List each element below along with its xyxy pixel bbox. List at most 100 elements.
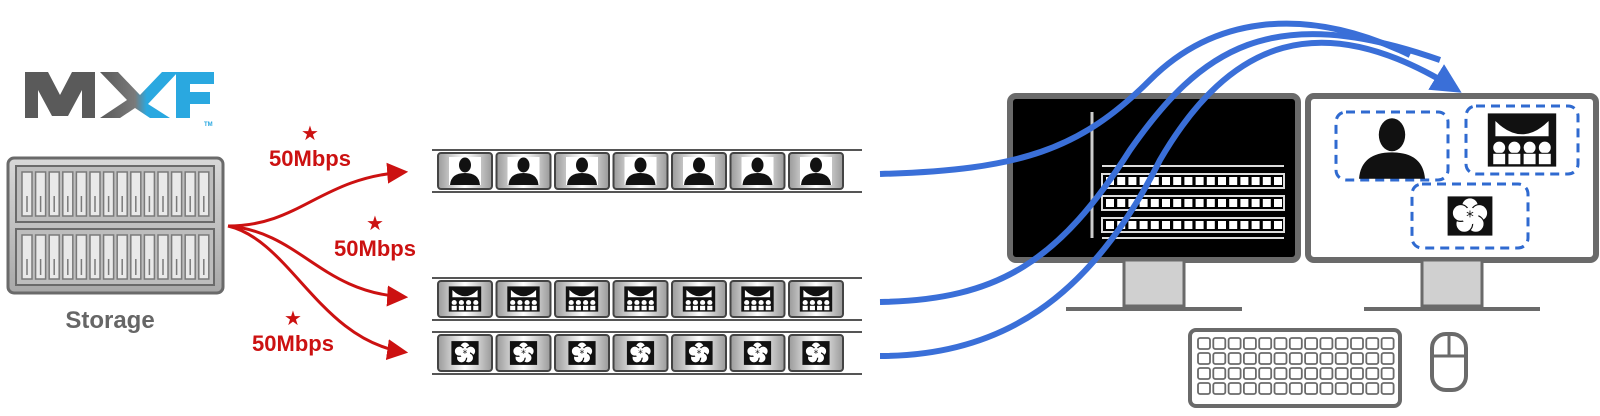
drive-bay: [75, 171, 88, 217]
film-frame: [729, 280, 786, 318]
film-frame: *: [554, 334, 610, 372]
bitrate-label-2: ★ 50Mbps: [334, 213, 416, 261]
film-frame: [612, 280, 669, 318]
drive-bay: [143, 234, 156, 280]
person-silhouette-icon: [1359, 118, 1425, 179]
flower-icon: *: [685, 341, 713, 365]
person-silhouette-icon: [449, 157, 481, 185]
stage-audience-icon: [741, 286, 774, 312]
drive-bay: [157, 234, 169, 280]
key: [1334, 337, 1349, 350]
film-frame: *: [788, 334, 844, 372]
svg-text:*: *: [697, 348, 702, 359]
key: [1258, 352, 1273, 365]
key: [1319, 367, 1334, 380]
bitrate-label-3: ★ 50Mbps: [252, 308, 334, 356]
film-frame: [554, 280, 610, 318]
film-frame: [554, 152, 610, 190]
film-frame: [495, 280, 552, 318]
key: [1227, 337, 1242, 350]
key: [1365, 337, 1380, 350]
film-frame: [788, 280, 844, 318]
svg-text:*: *: [1466, 208, 1474, 226]
key: [1258, 382, 1273, 395]
output-monitor: *: [1305, 93, 1599, 311]
film-frame: [437, 152, 493, 190]
key: [1304, 382, 1318, 395]
person-silhouette-icon: [741, 157, 774, 185]
film-strip-person: [432, 149, 862, 193]
key: [1319, 382, 1334, 395]
drive-bay: [184, 234, 196, 280]
key: [1212, 337, 1227, 350]
key: [1334, 382, 1349, 395]
storage-label: Storage: [65, 307, 154, 334]
key: [1365, 367, 1380, 380]
key: [1380, 337, 1395, 350]
key: [1334, 367, 1349, 380]
drive-bay: [102, 234, 115, 280]
svg-text:*: *: [580, 348, 585, 359]
drive-bay: [170, 234, 183, 280]
key: [1319, 337, 1334, 350]
film-frame: *: [495, 334, 552, 372]
film-frame: [729, 152, 786, 190]
drive-bay: [34, 234, 47, 280]
key: [1273, 337, 1288, 350]
key: [1350, 337, 1364, 350]
flower-icon: *: [802, 341, 830, 365]
stage-audience-icon: [507, 286, 540, 312]
key: [1227, 367, 1242, 380]
drive-bay: [89, 234, 101, 280]
film-frame: [437, 280, 493, 318]
flower-icon: *: [626, 341, 655, 365]
film-frame: *: [729, 334, 786, 372]
star-icon: ★: [366, 213, 384, 235]
key: [1258, 337, 1273, 350]
drive-bay: [21, 171, 33, 217]
mxf-logo: TM: [25, 72, 214, 128]
stage-audience-icon: [565, 286, 599, 312]
person-silhouette-icon: [683, 157, 715, 185]
key: [1350, 367, 1364, 380]
output-panel-audience: [1464, 104, 1580, 176]
drive-bay: [89, 171, 101, 217]
svg-text:*: *: [755, 348, 760, 359]
person-silhouette-icon: [800, 157, 832, 185]
flower-icon: *: [568, 341, 596, 365]
star-icon: ★: [301, 123, 319, 145]
key: [1197, 382, 1211, 395]
key: [1288, 352, 1303, 365]
film-frame: [612, 152, 669, 190]
logo-trademark: TM: [204, 122, 213, 128]
drive-bay: [62, 234, 74, 280]
key: [1365, 352, 1380, 365]
drive-bay: [130, 171, 142, 217]
key: [1243, 382, 1257, 395]
flower-icon: *: [451, 341, 479, 365]
key: [1212, 352, 1227, 365]
timeline-tracks: [1101, 165, 1285, 239]
key: [1304, 337, 1318, 350]
film-frame: [495, 152, 552, 190]
drive-bay: [48, 171, 60, 217]
key: [1212, 382, 1227, 395]
key: [1243, 337, 1257, 350]
key: [1273, 367, 1288, 380]
film-frame: *: [437, 334, 493, 372]
key: [1273, 352, 1288, 365]
stage-audience-icon: [1487, 113, 1557, 167]
key: [1227, 352, 1242, 365]
drive-bay: [116, 171, 128, 217]
bitrate-text: 50Mbps: [269, 146, 351, 171]
key: [1197, 367, 1211, 380]
bitrate-text: 50Mbps: [334, 236, 416, 261]
film-frame: [671, 152, 727, 190]
key: [1273, 382, 1288, 395]
drive-bay: [157, 171, 169, 217]
svg-text:*: *: [814, 348, 819, 359]
drive-bay: [116, 234, 128, 280]
drive-bay: [184, 171, 196, 217]
film-strip-flower: * * * * * * *: [432, 331, 862, 375]
